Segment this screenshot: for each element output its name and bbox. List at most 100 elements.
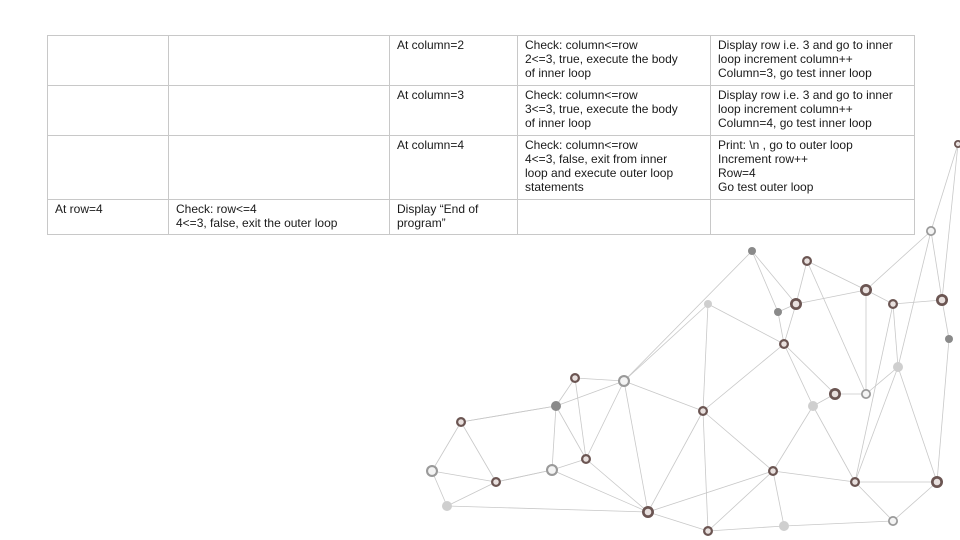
cell-text: loop and execute outer loop [525, 166, 674, 180]
table-cell: Check: column<=row 4<=3, false, exit fro… [517, 135, 711, 200]
network-line [555, 377, 576, 407]
network-line [623, 380, 704, 412]
network-node [570, 373, 580, 383]
network-line [892, 481, 938, 522]
network-line [431, 470, 448, 507]
network-line [446, 481, 497, 507]
network-line [702, 410, 774, 472]
network-node [748, 247, 756, 255]
network-node [850, 477, 860, 487]
cell-text: Check: column<=row [525, 88, 638, 102]
network-node [790, 298, 802, 310]
network-node [642, 506, 654, 518]
network-line [892, 299, 943, 305]
network-node [546, 464, 558, 476]
table-cell: At column=4 [389, 135, 518, 200]
network-node [808, 401, 818, 411]
table-cell: At row=4 [47, 199, 169, 235]
network-line [783, 303, 797, 345]
cell-text: of inner loop [525, 66, 592, 80]
table-cell [168, 35, 390, 86]
network-line [930, 230, 943, 301]
cell-text: At column=3 [397, 88, 465, 102]
network-line [551, 405, 557, 471]
table-cell: Check: row<=4 4<=3, false, exit the oute… [168, 199, 390, 235]
network-node [703, 526, 713, 536]
network-line [574, 377, 587, 460]
table-cell: Display row i.e. 3 and go to inner loop … [710, 85, 915, 136]
table-cell: Print: \n , go to outer loop Increment r… [710, 135, 915, 200]
network-node [779, 521, 789, 531]
network-node [860, 284, 872, 296]
network-node [768, 466, 778, 476]
cell-text: At column=4 [397, 138, 465, 152]
network-node [581, 454, 591, 464]
network-node [829, 388, 841, 400]
network-nodes [426, 140, 960, 536]
network-line [555, 405, 587, 460]
network-node [456, 417, 466, 427]
network-line [930, 143, 959, 232]
network-node [802, 256, 812, 266]
network-line [585, 380, 625, 460]
cell-text: Display row i.e. 3 and go to inner [718, 88, 893, 102]
network-line [783, 343, 836, 395]
cell-text: 4<=3, false, exit the outer loop [176, 216, 338, 230]
network-line [702, 303, 709, 412]
network-line [460, 405, 557, 423]
network-line [585, 458, 649, 513]
table-cell: Check: column<=row 3<=3, true, execute t… [517, 85, 711, 136]
table-cell [168, 85, 390, 136]
cell-text: loop increment column++ [718, 102, 853, 116]
network-line [623, 303, 709, 382]
cell-text: 4<=3, false, exit from inner [525, 152, 668, 166]
network-node [888, 299, 898, 309]
network-node [779, 339, 789, 349]
network-node [861, 389, 871, 399]
network-line [431, 470, 497, 483]
table-cell [710, 199, 915, 235]
network-line [777, 311, 785, 345]
network-node [893, 362, 903, 372]
network-line [707, 303, 785, 345]
network-line [854, 481, 894, 522]
network-node [954, 140, 960, 148]
network-line [865, 230, 932, 291]
cell-text: statements [525, 180, 584, 194]
network-node [926, 226, 936, 236]
network-line [892, 303, 899, 368]
network-line [446, 505, 649, 513]
network-line [783, 520, 894, 527]
cell-text: 3<=3, true, execute the body [525, 102, 678, 116]
cell-text: Display row i.e. 3 and go to inner [718, 38, 893, 52]
network-line [623, 380, 649, 513]
network-line [795, 289, 867, 305]
cell-text: Row=4 [718, 166, 756, 180]
table-cell: Display “End of program” [389, 199, 518, 235]
network-line [431, 421, 462, 472]
table-cell [168, 135, 390, 200]
table-cell [47, 35, 169, 86]
table-cell: Check: column<=row 2<=3, true, execute t… [517, 35, 711, 86]
cell-text: At row=4 [55, 202, 103, 216]
network-line [574, 377, 625, 382]
network-node [442, 501, 452, 511]
cell-text: Display “End of [397, 202, 479, 216]
network-line [941, 143, 959, 301]
network-line [751, 250, 779, 313]
network-line [647, 470, 774, 513]
table-cell [47, 85, 169, 136]
network-line [854, 366, 899, 483]
cell-text: Go test outer loop [718, 180, 814, 194]
network-node [698, 406, 708, 416]
network-node [936, 294, 948, 306]
network-line [795, 260, 808, 305]
network-line [707, 525, 785, 532]
table-row: At row=4 Check: row<=4 4<=3, false, exit… [47, 199, 915, 235]
network-node [888, 516, 898, 526]
network-node [491, 477, 501, 487]
loop-trace-table: At column=2 Check: column<=row 2<=3, tru… [47, 35, 915, 235]
network-line [772, 405, 814, 472]
network-line [647, 410, 704, 513]
